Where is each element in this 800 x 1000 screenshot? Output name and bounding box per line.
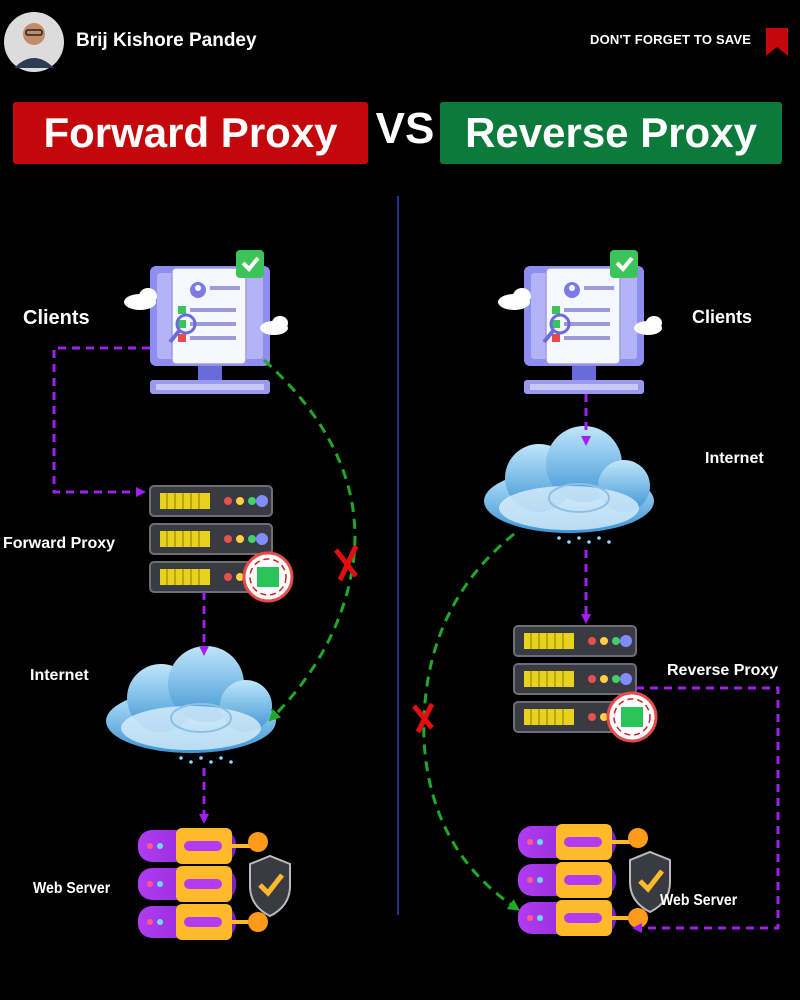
reverse-proxy-label: Reverse Proxy: [667, 662, 779, 679]
forward-clients-label: Clients: [23, 307, 90, 329]
reverse-clients-monitor-icon: [496, 248, 664, 396]
forward-internet-cloud-icon: [105, 645, 277, 765]
forward-clients-monitor-icon: [122, 248, 290, 396]
forward-internet-label: Internet: [30, 667, 89, 684]
forward-web-server-label: Web Server: [33, 880, 111, 897]
reverse-blocked-x-icon: [412, 702, 435, 734]
reverse-internet-cloud-icon: [483, 425, 655, 545]
forward-proxy-server-icon: [150, 486, 292, 601]
reverse-blocked-direct-path: [422, 532, 521, 911]
title-forward-proxy: Forward Proxy: [13, 102, 368, 164]
bookmark-icon: [766, 28, 788, 56]
reverse-proxy-server-icon: [514, 626, 656, 741]
reverse-arrow-proxy-to-server: [632, 686, 780, 933]
author-name: Brij Kishore Pandey: [76, 30, 257, 51]
reverse-internet-label: Internet: [705, 450, 764, 467]
author-avatar: [4, 12, 64, 72]
reverse-web-server-label: Web Server: [660, 892, 738, 909]
forward-arrow-client-to-proxy: [52, 346, 150, 497]
forward-proxy-label: Forward Proxy: [3, 535, 116, 552]
forward-blocked-direct-path: [262, 358, 357, 722]
reverse-web-server-icon: [518, 824, 670, 936]
forward-web-server-icon: [138, 828, 290, 940]
save-reminder: DON'T FORGET TO SAVE: [590, 32, 752, 47]
title-vs: VS: [375, 104, 435, 153]
forward-blocked-x-icon: [334, 544, 359, 582]
reverse-clients-label: Clients: [692, 307, 753, 327]
title-reverse-proxy: Reverse Proxy: [440, 102, 782, 164]
